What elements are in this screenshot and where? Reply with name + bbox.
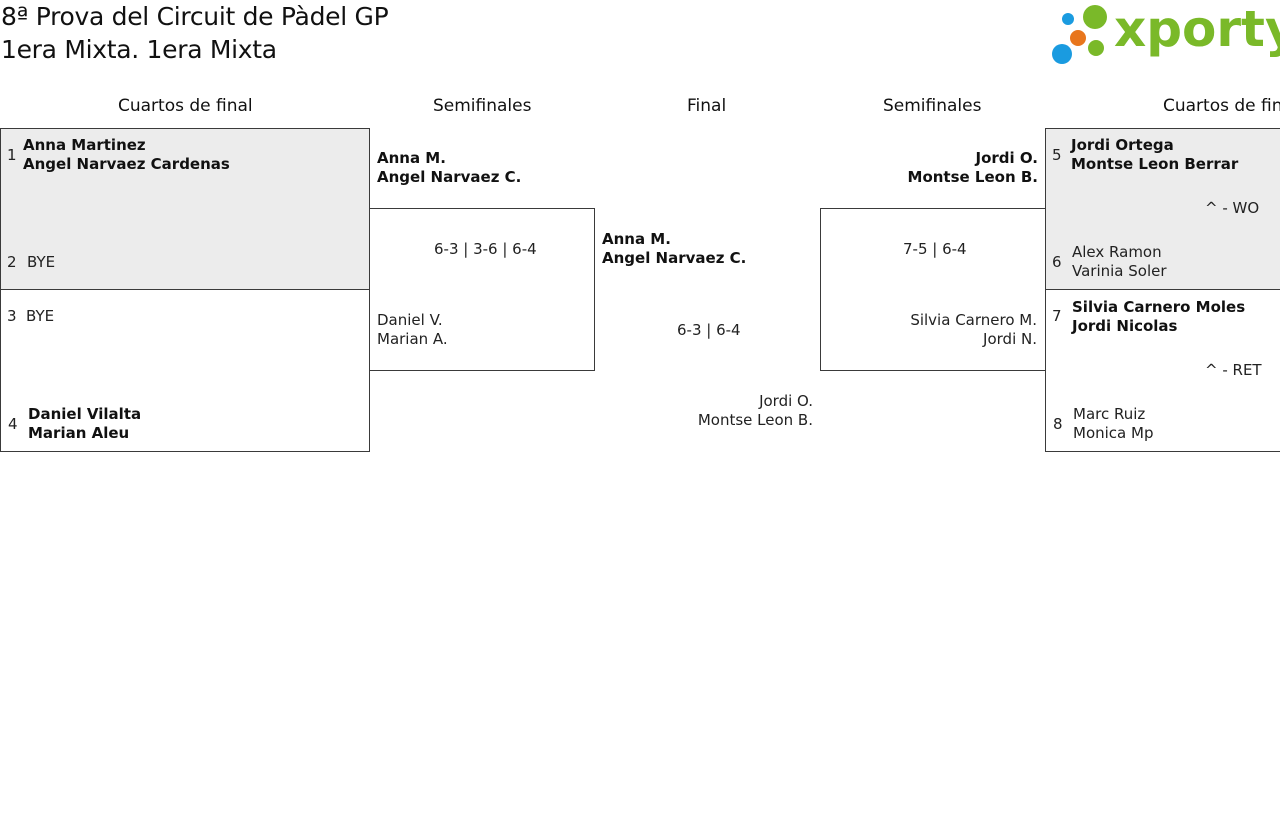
match-card-semi-right[interactable]: [820, 208, 1046, 371]
match-result-walkover: ^ - WO: [1205, 199, 1260, 217]
round-header-semis-right: Semifinales: [883, 96, 982, 116]
match-card-semi-left[interactable]: [369, 208, 595, 371]
seed-number: 4: [8, 415, 18, 433]
round-header-semis-left: Semifinales: [433, 96, 532, 116]
seed-number: 3: [7, 307, 17, 325]
match-result-retired: ^ - RET: [1205, 361, 1262, 379]
match-card-qf1[interactable]: [0, 128, 370, 290]
semi-left-team-bottom: Daniel V.Marian A.: [377, 311, 448, 348]
seed-number: 8: [1053, 415, 1063, 433]
final-team-top: Anna M.Angel Narvaez C.: [602, 230, 747, 267]
semi-left-team-top: Anna M.Angel Narvaez C.: [377, 149, 522, 186]
seed-number: 2: [7, 253, 17, 271]
seed-number: 1: [7, 146, 17, 164]
tournament-title: 8ª Prova del Circuit de Pàdel GP: [1, 2, 389, 31]
seed-number: 5: [1052, 146, 1062, 164]
match-score: 7-5 | 6-4: [903, 240, 967, 258]
logo-text: xporty: [1114, 0, 1280, 58]
team-name-bye: BYE: [26, 307, 55, 325]
round-header-quarters-right: Cuartos de final: [1163, 96, 1280, 116]
match-score: 6-3 | 3-6 | 6-4: [434, 240, 537, 258]
logo-dots-icon: [1052, 5, 1107, 64]
final-score: 6-3 | 6-4: [677, 321, 741, 339]
semi-right-team-top: Jordi O.Montse Leon B.: [907, 149, 1038, 186]
team-name-bye: BYE: [27, 253, 56, 271]
round-header-quarters-left: Cuartos de final: [118, 96, 253, 116]
round-header-final: Final: [687, 96, 727, 116]
final-team-bottom: Jordi O.Montse Leon B.: [697, 392, 813, 429]
xporty-logo[interactable]: xporty: [1050, 0, 1280, 66]
seed-number: 6: [1052, 253, 1062, 271]
semi-right-team-bottom: Silvia Carnero M.Jordi N.: [910, 311, 1037, 348]
seed-number: 7: [1052, 307, 1062, 325]
category-title: 1era Mixta. 1era Mixta: [1, 35, 277, 64]
match-card-qf4[interactable]: [1045, 289, 1280, 452]
